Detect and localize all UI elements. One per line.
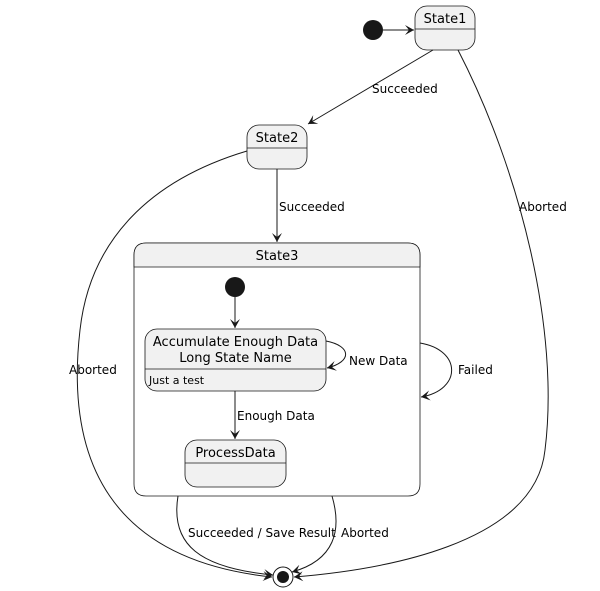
edge-state1-end <box>293 49 549 582</box>
final-state <box>272 566 294 588</box>
process-data-state[interactable]: ProcessData <box>184 439 287 488</box>
edge-label: Failed <box>458 363 493 377</box>
accumulate-label-line1: Accumulate Enough Data <box>153 335 318 350</box>
state1-label: State1 <box>424 12 467 27</box>
accumulate-state[interactable]: Accumulate Enough Data Long State Name J… <box>144 328 327 392</box>
edge-label: Enough Data <box>237 409 315 423</box>
edge-label: Succeeded <box>372 82 438 96</box>
initial-state <box>363 20 383 40</box>
state2[interactable]: State2 <box>246 124 308 170</box>
edge-accumulate-self <box>325 340 346 371</box>
edge-label: New Data <box>349 354 408 368</box>
edge-label: Succeeded / Save Result <box>188 526 336 540</box>
edge-state1-state2 <box>307 49 434 125</box>
edge-label: Aborted <box>69 363 117 377</box>
state2-label: State2 <box>256 131 299 146</box>
edge-state3-self <box>419 342 453 401</box>
state3-label: State3 <box>256 249 299 264</box>
edge-label: Aborted <box>341 526 389 540</box>
state1[interactable]: State1 <box>414 5 476 51</box>
edge-label: Aborted <box>519 200 567 214</box>
edge-state2-end <box>76 150 273 582</box>
process-data-label: ProcessData <box>195 446 275 461</box>
edge-label: Succeeded <box>279 200 345 214</box>
accumulate-description: Just a test <box>148 374 205 387</box>
inner-initial-state <box>225 277 245 297</box>
edge-state3-end-abort <box>291 495 337 575</box>
edge-state3-end-success <box>176 495 274 580</box>
accumulate-label-line2: Long State Name <box>179 351 292 366</box>
